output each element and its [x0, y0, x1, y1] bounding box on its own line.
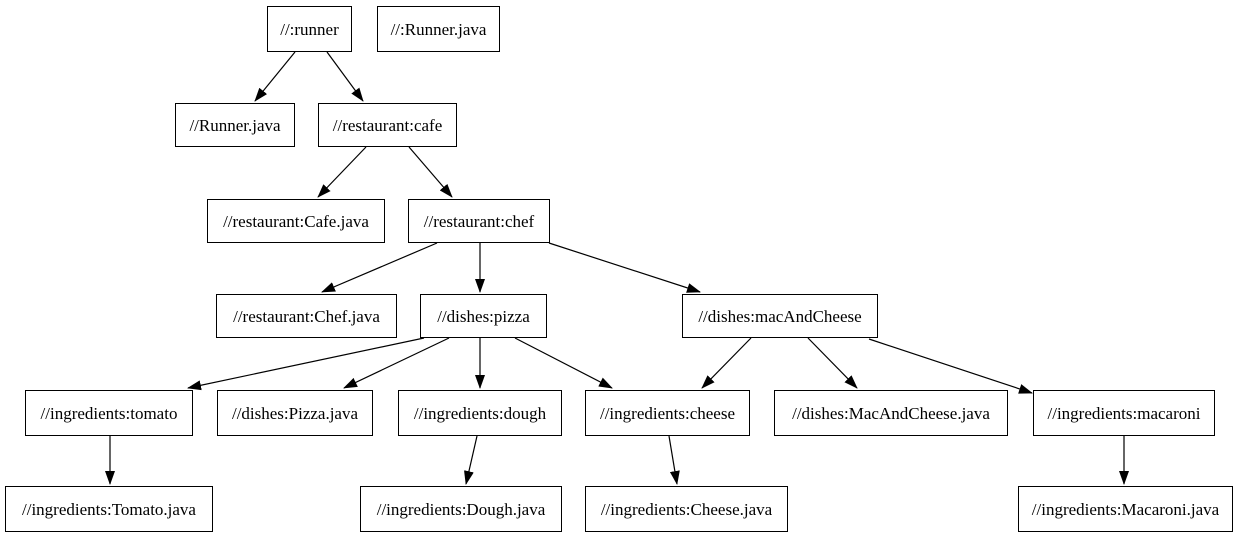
- edge-cafe-to-chef: [408, 146, 453, 198]
- edge-pizza-to-cheese: [514, 337, 613, 389]
- edge-chef-to-mac-and-cheese: [548, 242, 701, 293]
- edge-runner-to-runner-java-file: [254, 51, 296, 102]
- edge-cafe-to-cafe-java-file: [317, 146, 367, 198]
- node-runner: //:runner: [267, 6, 352, 52]
- node-mac-and-cheese: //dishes:macAndCheese: [682, 294, 878, 338]
- edge-cheese-to-cheese-java-file: [668, 435, 680, 485]
- node-cafe-java-file: //restaurant:Cafe.java: [207, 199, 385, 243]
- node-runner-java-file: //Runner.java: [175, 103, 295, 147]
- node-runner-java-target: //:Runner.java: [377, 6, 500, 52]
- node-dough-java-file: //ingredients:Dough.java: [360, 486, 562, 532]
- edge-mac-and-cheese-to-cheese: [701, 337, 752, 389]
- edge-mac-and-cheese-to-mac-and-cheese-java-file: [807, 337, 858, 389]
- node-pizza: //dishes:pizza: [420, 294, 547, 338]
- node-dough: //ingredients:dough: [398, 390, 562, 436]
- edge-dough-to-dough-java-file: [464, 435, 478, 485]
- node-cheese: //ingredients:cheese: [585, 390, 750, 436]
- node-chef: //restaurant:chef: [408, 199, 550, 243]
- node-cheese-java-file: //ingredients:Cheese.java: [585, 486, 788, 532]
- edge-mac-and-cheese-to-macaroni: [868, 338, 1033, 394]
- node-mac-and-cheese-java-file: //dishes:MacAndCheese.java: [774, 390, 1008, 436]
- node-pizza-java-file: //dishes:Pizza.java: [217, 390, 373, 436]
- node-macaroni-java-file: //ingredients:Macaroni.java: [1018, 486, 1233, 532]
- node-cafe: //restaurant:cafe: [318, 103, 457, 147]
- edge-pizza-to-tomato: [187, 337, 425, 391]
- node-tomato: //ingredients:tomato: [25, 390, 193, 436]
- edge-chef-to-chef-java-file: [321, 242, 438, 293]
- node-macaroni: //ingredients:macaroni: [1033, 390, 1215, 436]
- edge-pizza-to-pizza-java-file: [343, 337, 450, 389]
- node-chef-java-file: //restaurant:Chef.java: [216, 294, 397, 338]
- edge-runner-to-cafe: [326, 51, 364, 102]
- node-tomato-java-file: //ingredients:Tomato.java: [5, 486, 213, 532]
